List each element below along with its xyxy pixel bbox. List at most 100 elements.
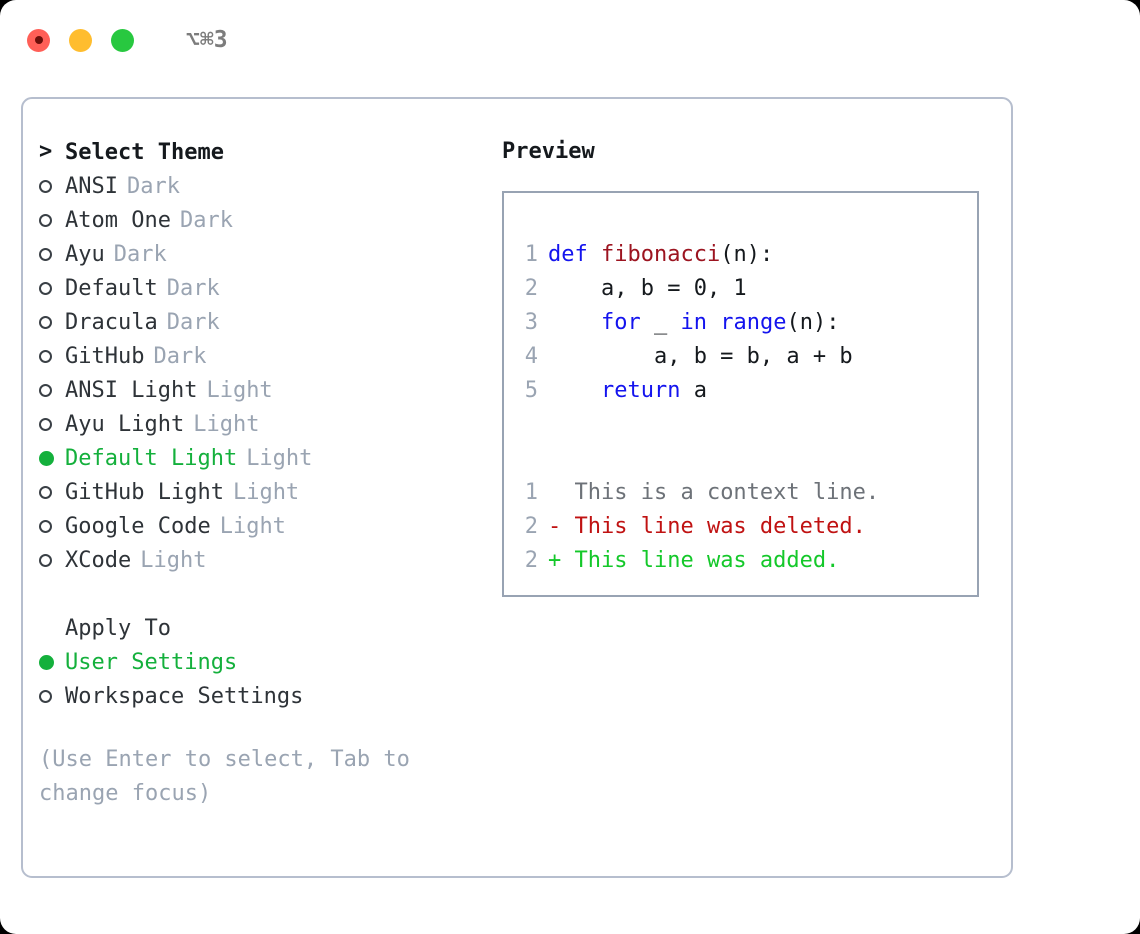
theme-picker-panel: > Select Theme ANSI Dark Atom One Dark A…: [21, 97, 1013, 878]
theme-name: Ayu: [65, 241, 105, 267]
theme-name: Default Light: [65, 445, 238, 471]
theme-name: Google Code: [65, 513, 211, 539]
code-token: _: [640, 309, 681, 335]
apply-to-label: Workspace Settings: [65, 683, 304, 709]
code-token: [548, 310, 601, 335]
radio-selected-icon[interactable]: [39, 450, 65, 466]
apply-to-title: Apply To: [65, 615, 171, 641]
apply-to-user-settings[interactable]: User Settings: [39, 645, 479, 679]
theme-option-ansi-light[interactable]: ANSI Light Light: [39, 373, 479, 407]
radio-empty-icon[interactable]: [39, 281, 65, 295]
code-token: a, b = b, a + b: [548, 343, 853, 369]
radio-empty-icon[interactable]: [39, 247, 65, 261]
diff-text: This line was added.: [561, 547, 840, 573]
line-number: 4: [524, 343, 538, 369]
apply-to-label: User Settings: [65, 649, 238, 675]
radio-empty-icon[interactable]: [39, 553, 65, 567]
select-theme-header: > Select Theme: [39, 135, 479, 169]
radio-empty-icon[interactable]: [39, 349, 65, 363]
code-line: 2 a, b = 0, 1: [516, 271, 977, 305]
diff-line-deleted: 2- This line was deleted.: [516, 509, 977, 543]
theme-category: Light: [246, 445, 313, 471]
radio-empty-icon[interactable]: [39, 315, 65, 329]
code-token: a, b = 0, 1: [548, 275, 747, 301]
prompt-caret-icon: >: [39, 139, 53, 164]
radio-selected-icon[interactable]: [39, 654, 65, 670]
theme-option-ansi-dark[interactable]: ANSI Dark: [39, 169, 479, 203]
diff-sign: [548, 480, 561, 505]
line-number: 2: [524, 275, 538, 301]
line-number: 1: [524, 241, 538, 267]
code-token: (n):: [720, 241, 774, 267]
radio-empty-icon[interactable]: [39, 179, 65, 193]
theme-option-atom-one-dark[interactable]: Atom One Dark: [39, 203, 479, 237]
minimize-button[interactable]: [69, 28, 92, 52]
theme-name: Ayu Light: [65, 411, 185, 437]
code-token: range: [720, 309, 787, 335]
code-line: 4 a, b = b, a + b: [516, 339, 977, 373]
code-token: [707, 310, 720, 335]
theme-option-default-dark[interactable]: Default Dark: [39, 271, 479, 305]
theme-name: XCode: [65, 547, 132, 573]
diff-line-context: 1 This is a context line.: [516, 475, 977, 509]
theme-option-google-code[interactable]: Google Code Light: [39, 509, 479, 543]
code-token: (n):: [786, 309, 840, 335]
theme-category: Dark: [166, 275, 220, 301]
line-number: 5: [524, 377, 538, 403]
code-token: in: [680, 309, 707, 335]
radio-empty-icon[interactable]: [39, 417, 65, 431]
theme-category: Dark: [179, 207, 233, 233]
theme-option-default-light[interactable]: Default Light Light: [39, 441, 479, 475]
theme-option-dracula-dark[interactable]: Dracula Dark: [39, 305, 479, 339]
line-number: 1: [524, 479, 538, 505]
radio-empty-icon[interactable]: [39, 519, 65, 533]
preview-gap: [516, 407, 977, 441]
keyboard-shortcut-label: ⌥⌘3: [186, 27, 228, 53]
theme-category: Light: [219, 513, 286, 539]
theme-option-github-light[interactable]: GitHub Light Light: [39, 475, 479, 509]
select-theme-title: Select Theme: [65, 139, 224, 165]
zoom-button[interactable]: [111, 28, 134, 52]
preview-gap: [516, 441, 977, 475]
close-button[interactable]: [27, 28, 50, 52]
keyboard-hint-text: (Use Enter to select, Tab to change focu…: [39, 747, 410, 806]
list-spacer: [39, 577, 479, 611]
radio-empty-icon[interactable]: [39, 383, 65, 397]
radio-empty-icon[interactable]: [39, 689, 65, 703]
code-line: 3 for _ in range(n):: [516, 305, 977, 339]
radio-empty-icon[interactable]: [39, 213, 65, 227]
theme-category: Dark: [166, 309, 220, 335]
theme-option-github-dark[interactable]: GitHub Dark: [39, 339, 479, 373]
line-number: 2: [524, 547, 538, 573]
theme-option-xcode[interactable]: XCode Light: [39, 543, 479, 577]
theme-name: ANSI: [65, 173, 118, 199]
diff-sign: +: [548, 547, 562, 573]
theme-list-column: > Select Theme ANSI Dark Atom One Dark A…: [39, 135, 479, 713]
theme-name: GitHub Light: [65, 479, 224, 505]
window-titlebar: ⌥⌘3: [0, 0, 1140, 80]
theme-category: Dark: [153, 343, 207, 369]
theme-option-ayu-light[interactable]: Ayu Light Light: [39, 407, 479, 441]
theme-name: Atom One: [65, 207, 171, 233]
theme-name: ANSI Light: [65, 377, 198, 403]
code-token: fibonacci: [601, 241, 721, 267]
diff-text: This is a context line.: [561, 479, 880, 505]
line-number: 3: [524, 309, 538, 335]
code-line: 5 return a: [516, 373, 977, 407]
apply-to-workspace-settings[interactable]: Workspace Settings: [39, 679, 479, 713]
theme-category: Light: [206, 377, 273, 403]
theme-category: Light: [232, 479, 300, 505]
code-token: return: [600, 377, 681, 403]
theme-category: Dark: [113, 241, 167, 267]
traffic-lights: [27, 28, 134, 52]
code-token: a: [680, 377, 707, 403]
apply-to-header: Apply To: [39, 611, 479, 645]
radio-empty-icon[interactable]: [39, 485, 65, 499]
diff-line-added: 2 + This line was added.: [516, 543, 977, 577]
theme-option-ayu-dark[interactable]: Ayu Dark: [39, 237, 479, 271]
code-token: [548, 378, 601, 403]
diff-text: This line was deleted.: [561, 513, 866, 539]
